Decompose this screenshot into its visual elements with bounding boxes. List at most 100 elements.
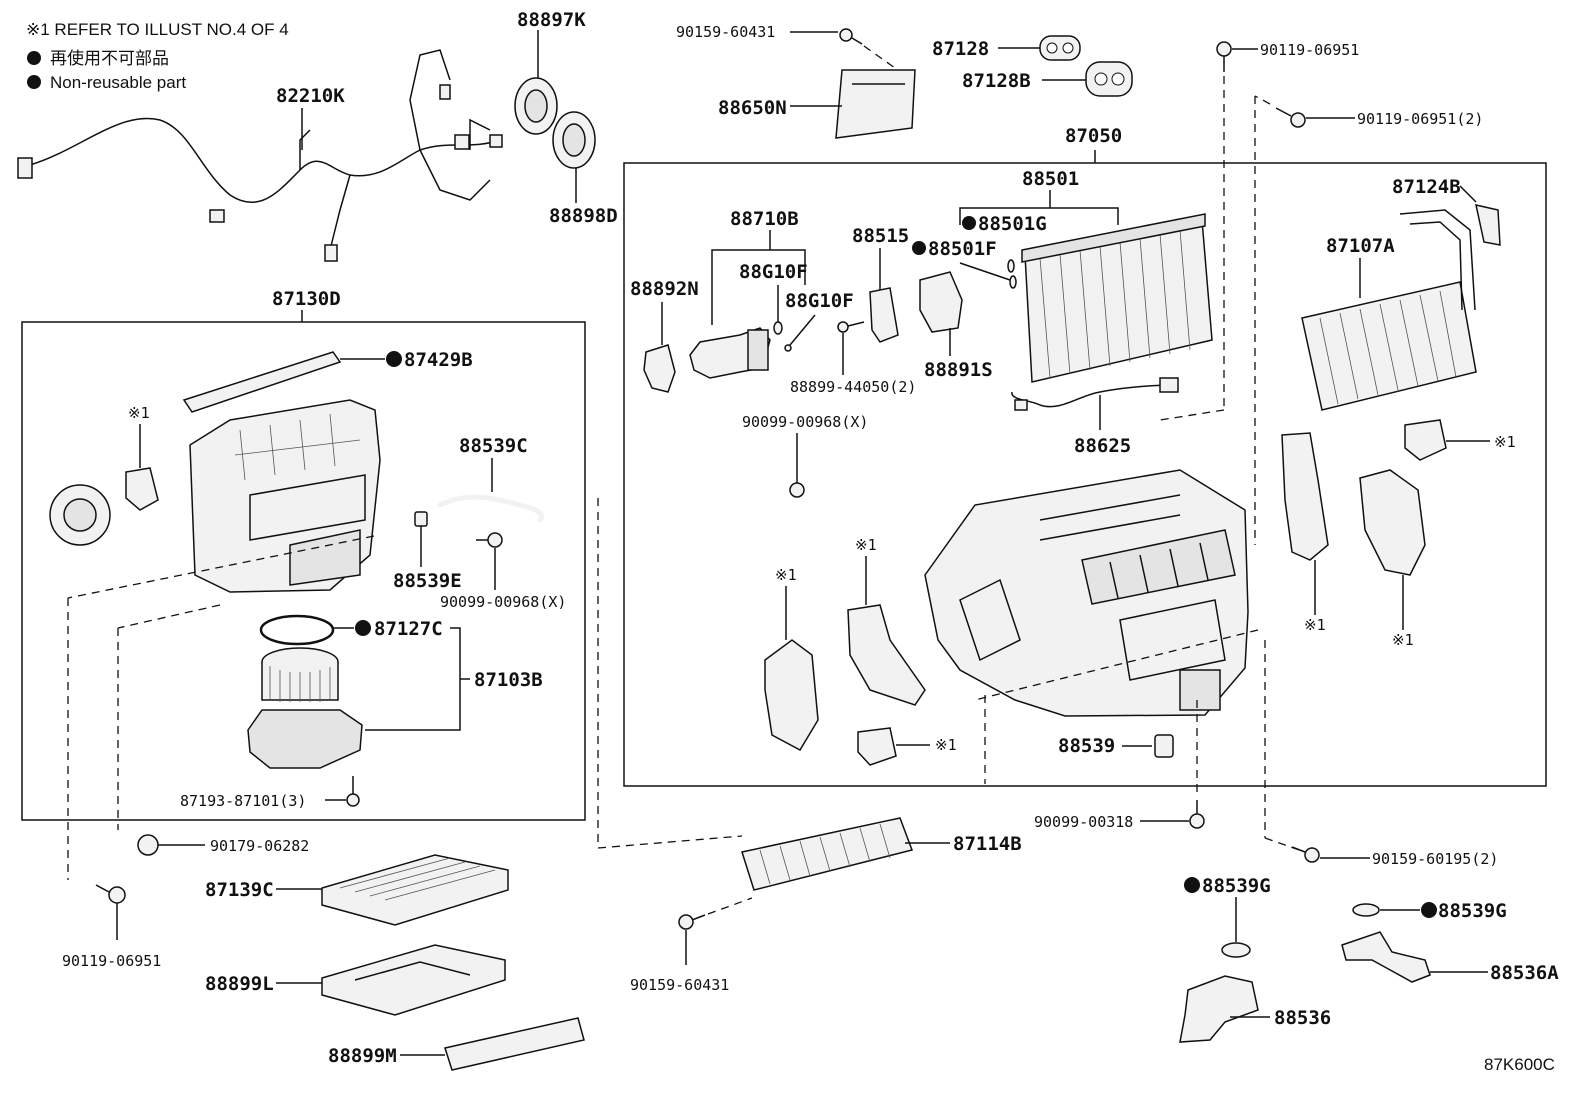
o-ring-88501G[interactable]	[1007, 259, 1015, 273]
label-87124B: 87124B	[1392, 176, 1461, 198]
servo-ref-1-left[interactable]	[125, 467, 159, 511]
bolt-90119-06951-top[interactable]	[1216, 41, 1232, 72]
o-ring-88501F[interactable]	[1009, 275, 1017, 289]
label-88539G-b: 88539G	[1438, 900, 1507, 922]
air-filter-87139C[interactable]	[321, 854, 509, 926]
grommet-88539G-a[interactable]	[1221, 942, 1251, 958]
label-88G10F-a: 88G10F	[739, 261, 808, 283]
ref-mark-1c: ※1	[935, 736, 957, 754]
gasket-87127C[interactable]	[259, 614, 335, 646]
label-87429B: 87429B	[404, 349, 473, 371]
hvac-case-87050[interactable]	[924, 469, 1249, 717]
refer-note: ※1 REFER TO ILLUST NO.4 OF 4	[26, 20, 289, 39]
label-90159-60431-top: 90159-60431	[676, 23, 775, 41]
label-88539C: 88539C	[459, 435, 528, 457]
label-88891S: 88891S	[924, 359, 993, 381]
ptc-heater-87114B[interactable]	[741, 817, 913, 891]
clip-88539E[interactable]	[414, 511, 428, 527]
wire-harness-82210K[interactable]	[17, 49, 503, 262]
bracket-88536[interactable]	[1179, 975, 1259, 1043]
screw-90099-00968-mid[interactable]	[789, 482, 805, 498]
screw-90159-60431-bottom[interactable]	[678, 914, 706, 930]
bolt-90119-06951-bottom[interactable]	[95, 884, 126, 904]
servo-88515[interactable]	[869, 287, 899, 343]
actuator-88891S[interactable]	[919, 271, 963, 333]
label-88899-44050: 88899-44050(2)	[790, 378, 916, 396]
label-90119-06951-bottom: 90119-06951	[62, 952, 161, 970]
label-90119-06951-2: 90119-06951(2)	[1357, 110, 1483, 128]
drain-88539[interactable]	[1154, 734, 1174, 758]
o-ring-88G10F-a[interactable]	[773, 321, 783, 335]
seal-88897K[interactable]	[514, 77, 558, 135]
frame-87050	[623, 162, 1547, 787]
label-87128: 87128	[932, 38, 989, 60]
ref-mark-1e: ※1	[1392, 631, 1414, 649]
motor-ref-1c[interactable]	[857, 727, 897, 766]
bracket-88536A[interactable]	[1341, 931, 1431, 983]
ref-mark-1f: ※1	[1494, 433, 1516, 451]
bracket-88650N[interactable]	[835, 69, 916, 139]
screw-90159-60195[interactable]	[1291, 846, 1320, 863]
heater-core-87107A[interactable]	[1301, 209, 1477, 411]
sensor-wire-88625[interactable]	[1011, 377, 1179, 411]
ref-mark-1a: ※1	[775, 566, 797, 584]
blower-case-87130D[interactable]	[189, 399, 381, 593]
label-87130D: 87130D	[272, 288, 341, 310]
evaporator-88501[interactable]	[1021, 213, 1213, 383]
pipe-clamp-87124B[interactable]	[1475, 204, 1501, 246]
grommet-87128[interactable]	[1039, 35, 1081, 61]
clip-90179-06282[interactable]	[137, 834, 159, 856]
label-88899M: 88899M	[328, 1045, 397, 1067]
damper-ref-1b[interactable]	[847, 604, 926, 706]
label-88625: 88625	[1074, 435, 1131, 457]
filter-door-88899M[interactable]	[444, 1017, 585, 1071]
label-90179-06282: 90179-06282	[210, 837, 309, 855]
label-87050: 87050	[1065, 125, 1122, 147]
non-reusable-marker-icon	[1184, 877, 1200, 893]
o-ring-88G10F-b[interactable]	[784, 344, 792, 352]
label-88515: 88515	[852, 225, 909, 247]
bolt-88899-44050[interactable]	[837, 321, 865, 333]
motor-ref-1f[interactable]	[1404, 419, 1447, 461]
screw-90099-00968-left[interactable]	[476, 532, 503, 548]
sensor-88892N[interactable]	[643, 344, 676, 393]
label-90119-06951-top: 90119-06951	[1260, 41, 1359, 59]
damper-ref-1e[interactable]	[1359, 469, 1426, 576]
label-87193-87101: 87193-87101(3)	[180, 792, 306, 810]
seal-88898D[interactable]	[552, 111, 596, 169]
frame-87130D	[21, 321, 586, 821]
bolt-90119-06951-2[interactable]	[1275, 107, 1306, 128]
label-90159-60195: 90159-60195(2)	[1372, 850, 1498, 868]
label-87107A: 87107A	[1326, 235, 1395, 257]
label-88892N: 88892N	[630, 278, 699, 300]
diagram-code: 87K600C	[1484, 1055, 1555, 1074]
drain-hose-88539C[interactable]	[437, 494, 545, 523]
screw-90099-00318[interactable]	[1189, 800, 1205, 829]
label-90099-00968-left: 90099-00968(X)	[440, 593, 566, 611]
filter-cover-87429B[interactable]	[182, 351, 342, 413]
label-88539: 88539	[1058, 735, 1115, 757]
screw-90159-60431-top[interactable]	[839, 28, 863, 45]
non-reusable-marker-icon	[386, 351, 402, 367]
damper-ref-1d[interactable]	[1281, 432, 1329, 561]
grommet-87128B[interactable]	[1085, 61, 1133, 97]
non-reusable-marker-icon	[355, 620, 371, 636]
ref-mark-1b: ※1	[855, 536, 877, 554]
label-88539E: 88539E	[393, 570, 462, 592]
label-88539G-a: 88539G	[1202, 875, 1271, 897]
blower-motor-87103B[interactable]	[247, 647, 363, 769]
label-88899L: 88899L	[205, 973, 274, 995]
grommet-88539G-b[interactable]	[1352, 903, 1380, 917]
expansion-valve-88710B[interactable]	[689, 327, 771, 379]
ref-mark-1-left: ※1	[128, 404, 150, 422]
label-88898D: 88898D	[549, 205, 618, 227]
damper-ref-1a[interactable]	[764, 639, 819, 751]
label-88650N: 88650N	[718, 97, 787, 119]
label-87127C: 87127C	[374, 618, 443, 640]
label-88G10F-b: 88G10F	[785, 290, 854, 312]
motor-unit-left[interactable]	[49, 484, 111, 546]
screw-87193-87101[interactable]	[346, 776, 360, 807]
filter-case-88899L[interactable]	[321, 944, 506, 1016]
label-88536A: 88536A	[1490, 962, 1559, 984]
